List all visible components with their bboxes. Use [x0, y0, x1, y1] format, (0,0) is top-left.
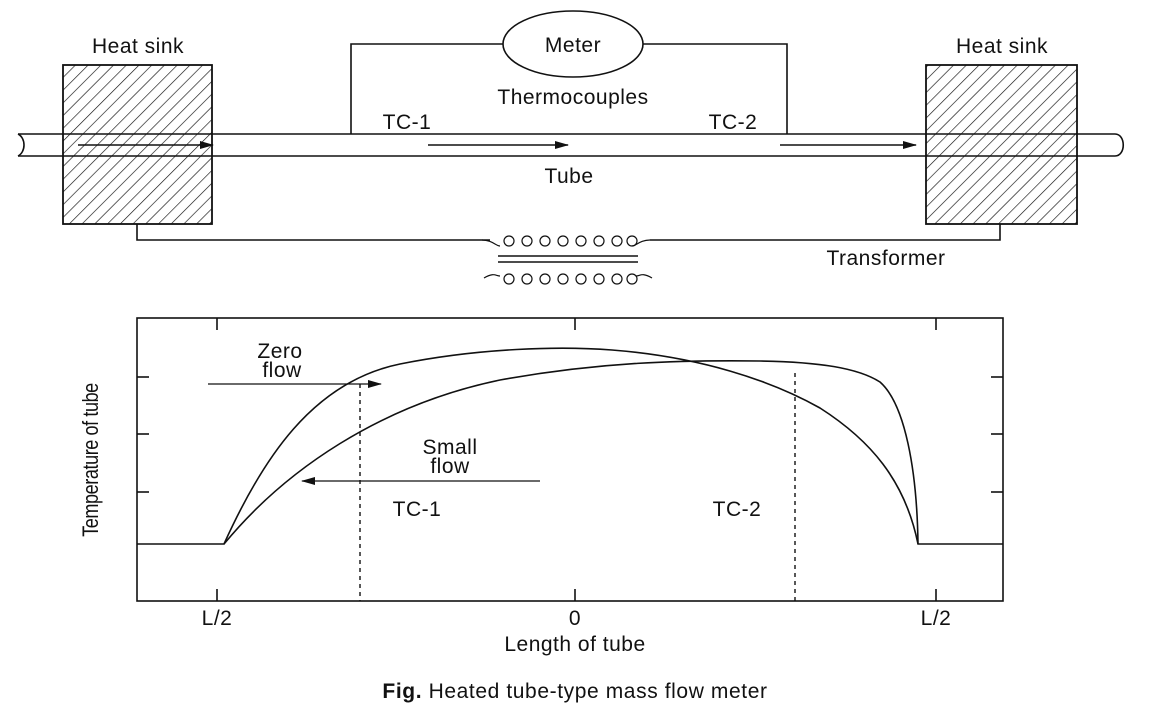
tc2-top-label: TC-2 [709, 111, 758, 134]
tube-left-end [17, 133, 25, 157]
meter-wire [350, 43, 788, 134]
zero-flow-label-line1: Zero [257, 340, 302, 363]
heat-sink-left-label: Heat sink [92, 35, 184, 58]
x-tick-left: L/2 [202, 607, 233, 630]
schematic: Meter [17, 10, 1125, 285]
tc1-plot-label: TC-1 [393, 498, 442, 521]
small-flow-label-line2: flow [430, 455, 470, 478]
plot-ticks [137, 318, 1003, 601]
caption-prefix: Fig. [382, 680, 422, 703]
x-tick-center: 0 [569, 607, 581, 630]
transformer-primary-loops [503, 235, 638, 247]
meter-label: Meter [545, 34, 601, 57]
tube-label: Tube [544, 165, 593, 188]
transformer-core [498, 255, 638, 263]
thermocouples-label: Thermocouples [497, 86, 648, 109]
zero-flow-label-line2: flow [262, 359, 302, 382]
small-flow-curve [223, 359, 919, 545]
heat-sink-right [925, 64, 1078, 225]
meter-circle [502, 10, 644, 78]
small-flow-label-line1: Small [422, 436, 477, 459]
heat-sink-right-label: Heat sink [956, 35, 1048, 58]
y-axis-label: Temperature of tube [79, 383, 103, 537]
tc1-top-label: TC-1 [383, 111, 432, 134]
plot-frame [136, 317, 1004, 602]
transformer-label: Transformer [826, 247, 945, 270]
transformer-wire [136, 224, 1001, 241]
transformer-secondary-loops [483, 273, 653, 285]
x-axis-label: Length of tube [504, 633, 645, 656]
temperature-plot: Zero flow Small flow TC-1 TC-2 L/2 0 L/2… [79, 317, 1004, 656]
figure-caption: Fig. Heated tube-type mass flow meter [382, 680, 767, 703]
zero-flow-curve [137, 347, 1003, 545]
meter: Meter [502, 10, 644, 78]
x-tick-right: L/2 [921, 607, 952, 630]
caption-text: Heated tube-type mass flow meter [422, 680, 767, 703]
tube [17, 133, 1125, 157]
tc2-plot-label: TC-2 [713, 498, 762, 521]
tube-outline [18, 133, 1125, 157]
